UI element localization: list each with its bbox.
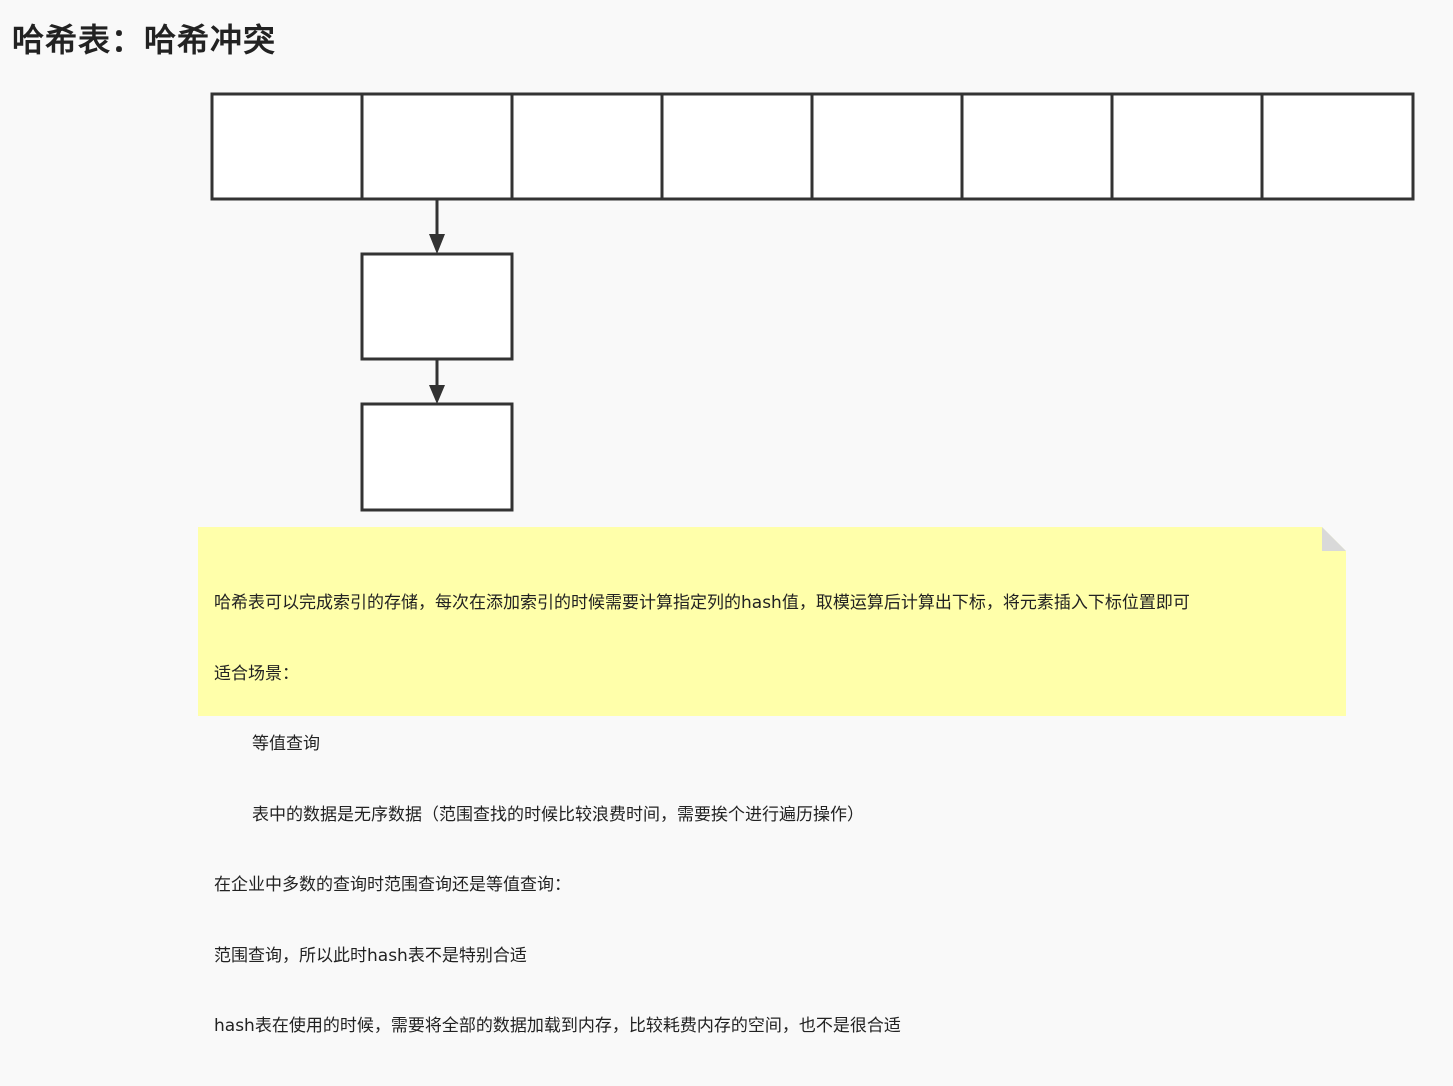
hash-slot: [210, 92, 364, 201]
chain-node: [360, 402, 514, 512]
chain-node: [360, 252, 514, 361]
hash-slot: [510, 92, 664, 201]
hash-slot: [1110, 92, 1264, 201]
note-shape: [198, 527, 1346, 716]
note-line-summary: 哈希表可以完成索引的存储，每次在添加索引的时候需要计算指定列的hash值，取模运…: [214, 593, 1190, 613]
note-text: 哈希表可以完成索引的存储，每次在添加索引的时候需要计算指定列的hash值，取模运…: [214, 545, 1338, 1086]
hash-table-row: [210, 92, 1415, 201]
chain-arrowhead: [429, 234, 445, 254]
note-line-scenarios-heading: 适合场景：: [214, 663, 299, 684]
note-folded-corner: [1322, 527, 1346, 551]
note-line-memory-cost: hash表在使用的时候，需要将全部的数据加载到内存，比较耗费内存的空间，也不是很…: [214, 1016, 901, 1036]
collision-chain: [360, 199, 514, 512]
chain-arrowhead: [429, 385, 445, 404]
hash-slot: [960, 92, 1114, 201]
note-line-enterprise-question: 在企业中多数的查询时范围查询还是等值查询：: [214, 875, 571, 895]
note-line-range-query: 范围查询，所以此时hash表不是特别合适: [214, 945, 527, 966]
note-line-unordered-data: 表中的数据是无序数据（范围查找的时候比较浪费时间，需要挨个进行遍历操作）: [252, 804, 864, 825]
note-line-equality-query: 等值查询: [252, 734, 320, 754]
hash-slot: [810, 92, 964, 201]
hash-slot: [1260, 92, 1415, 201]
hash-slot: [660, 92, 814, 201]
explanation-note: 哈希表可以完成索引的存储，每次在添加索引的时候需要计算指定列的hash值，取模运…: [198, 527, 1346, 1036]
hash-slot: [360, 92, 514, 201]
hash-table-diagram: [210, 92, 1415, 512]
page-title: 哈希表：哈希冲突: [12, 21, 277, 59]
